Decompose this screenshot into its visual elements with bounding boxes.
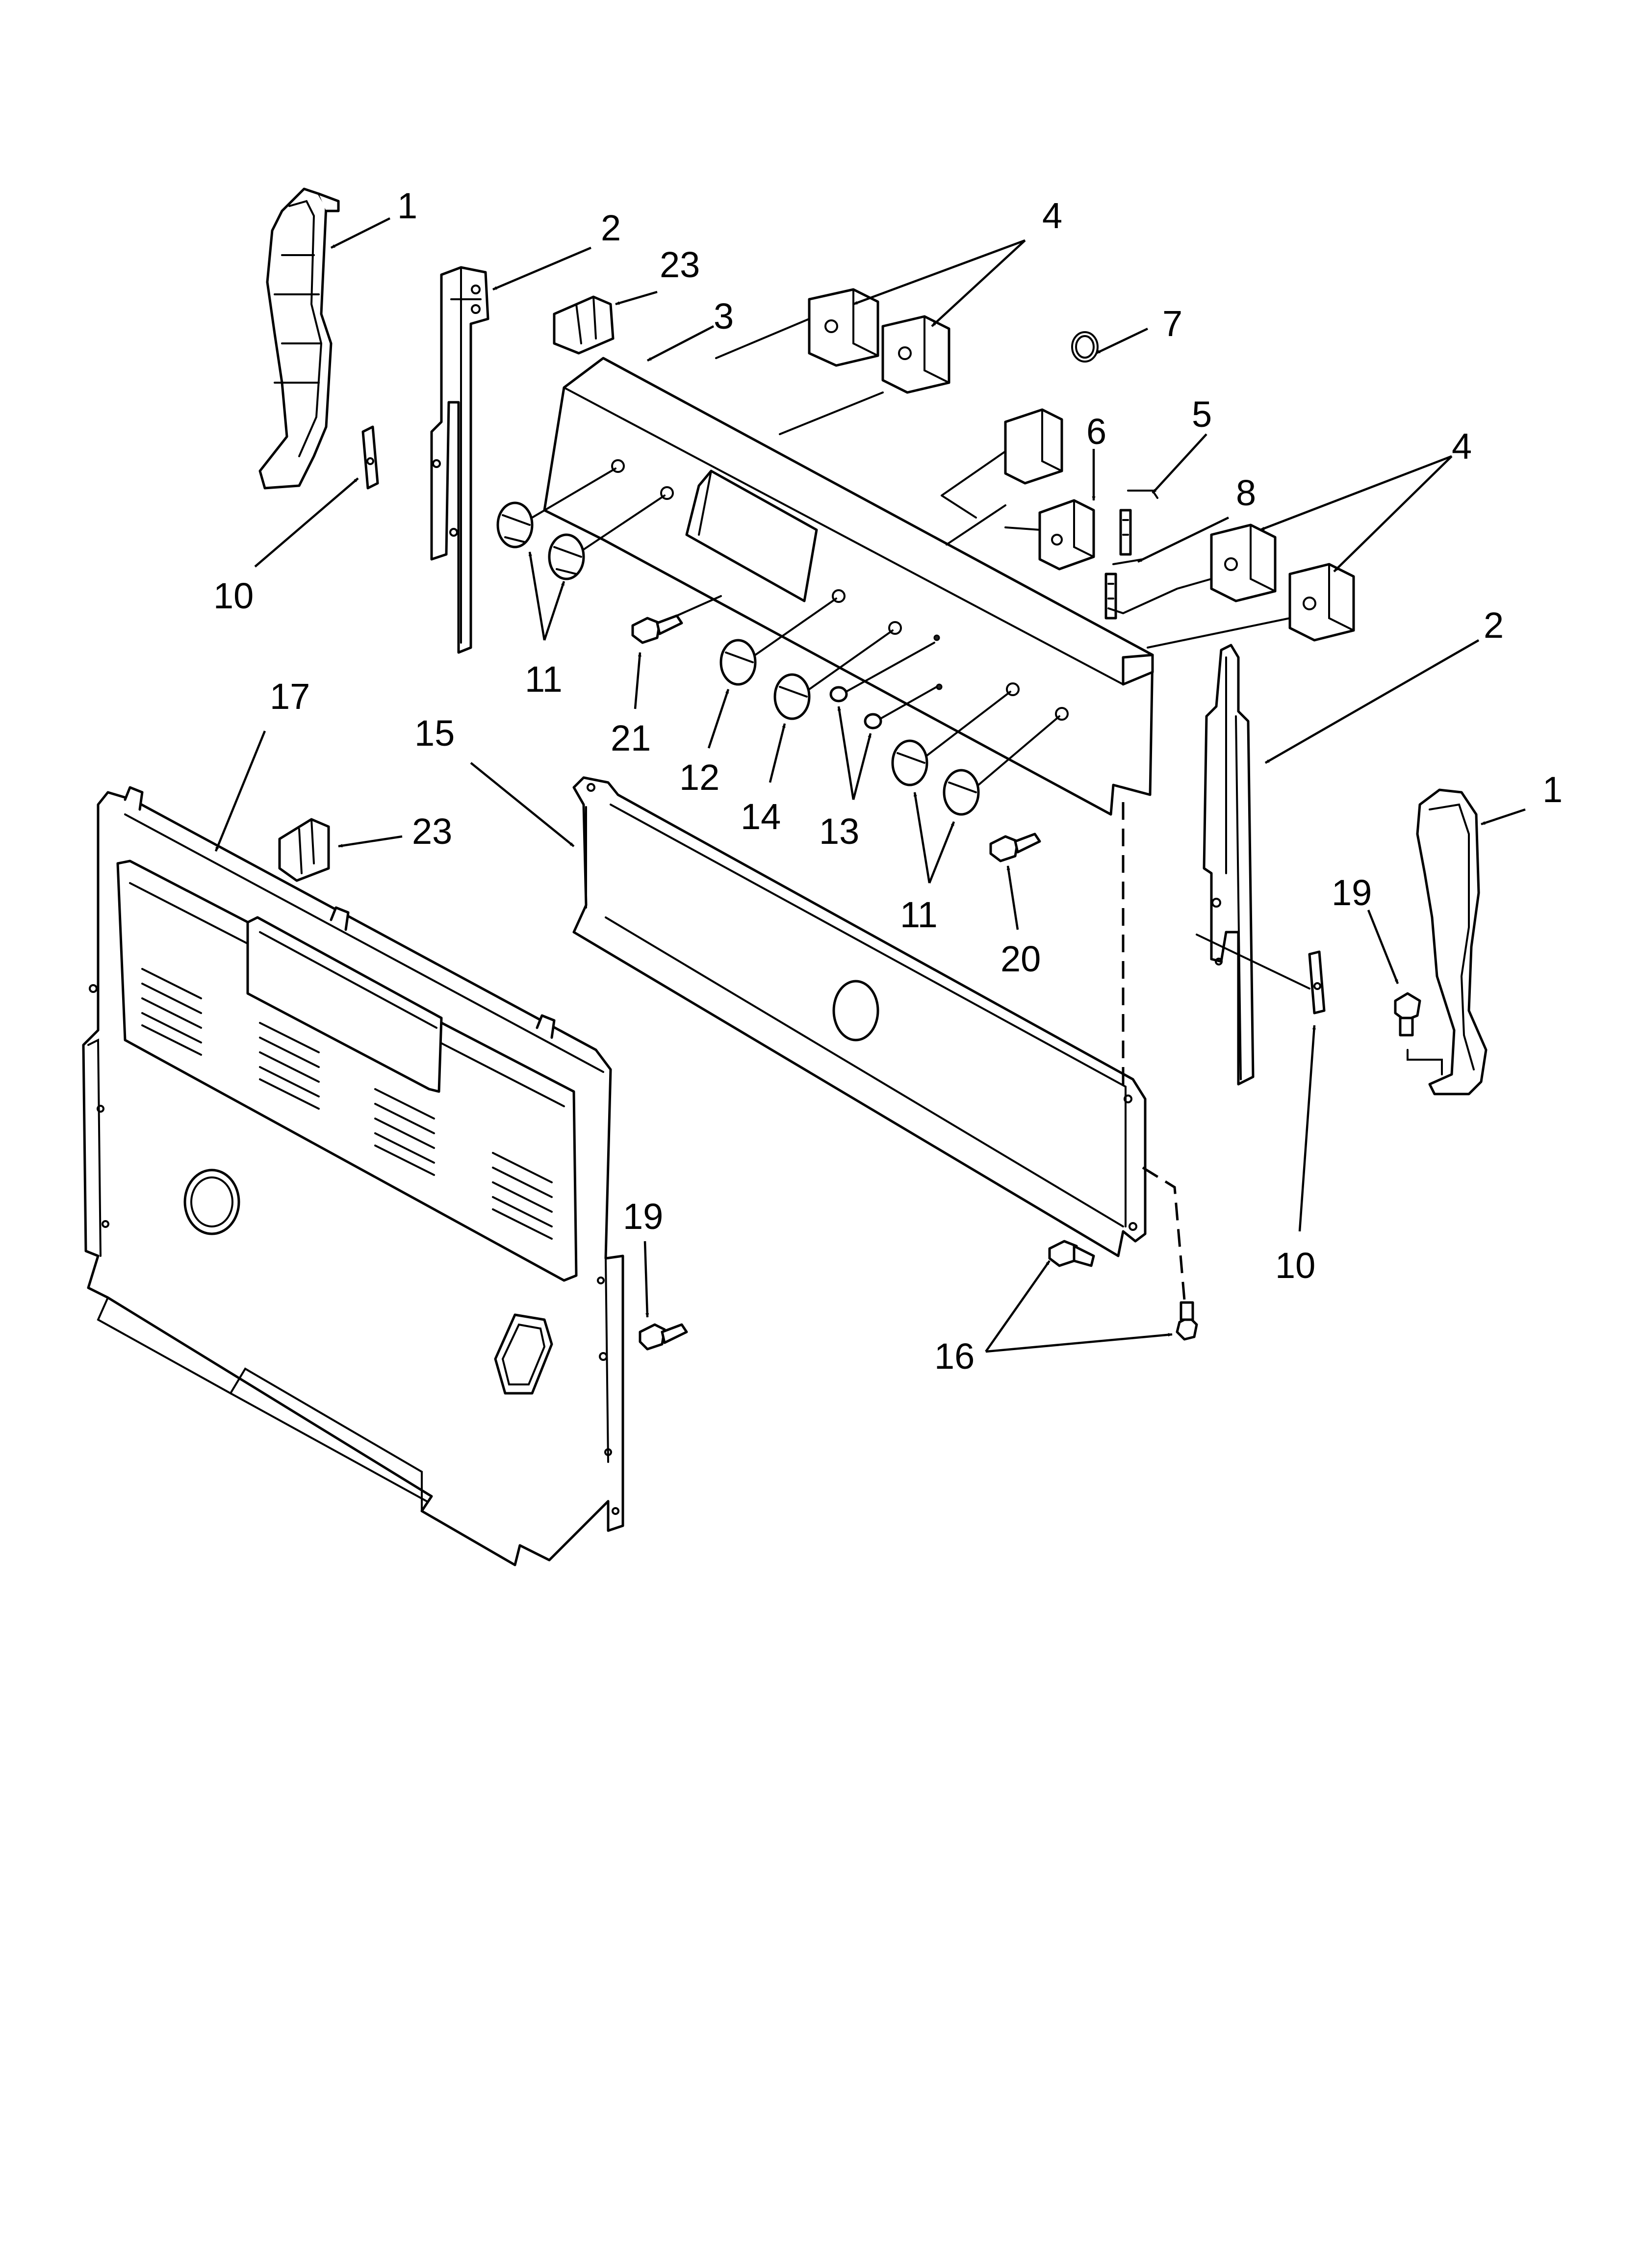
knob-11-left-2 (548, 533, 585, 580)
callout-13: 13 (819, 811, 859, 852)
end-cap-right (1416, 788, 1488, 1095)
callout-23-upper: 23 (660, 244, 700, 285)
callout-10-right: 10 (1275, 1245, 1315, 1286)
callout-3: 3 (714, 296, 734, 337)
coil-wire (1071, 331, 1099, 363)
bracket-clip-left (361, 425, 379, 490)
knob-14 (773, 673, 811, 720)
screw-21 (631, 595, 722, 644)
callout-21: 21 (611, 718, 651, 758)
knob-11-left-1 (496, 501, 534, 548)
screw-16-a (1048, 1240, 1095, 1267)
knob-12 (719, 639, 757, 686)
screw-19-left (639, 1323, 688, 1351)
callout-19-right: 19 (1332, 872, 1372, 913)
side-bracket-right (1203, 644, 1255, 1086)
callout-10-left: 10 (213, 575, 254, 616)
callout-19-left: 19 (623, 1196, 663, 1237)
callout-11-left: 11 (525, 659, 563, 700)
screw-19-right (1394, 992, 1443, 1075)
knob-11-right-2 (943, 769, 980, 816)
knob-11-right-1 (891, 739, 928, 786)
callout-4-right: 4 (1452, 426, 1472, 467)
switch-center (1004, 408, 1063, 485)
button-13 (829, 642, 938, 730)
alignment-line-lower (1142, 1166, 1186, 1301)
callout-5: 5 (1192, 394, 1212, 435)
switch-6 (1038, 499, 1095, 571)
side-bracket-left (430, 266, 489, 654)
end-cap-left (258, 187, 340, 490)
switch-upper-2 (881, 315, 950, 394)
knob-shaft-lines (531, 468, 1060, 786)
clip-upper (553, 295, 615, 355)
callout-6: 6 (1086, 411, 1106, 452)
screw-20 (989, 833, 1041, 862)
callout-8: 8 (1236, 472, 1256, 513)
panel-trim-15 (572, 776, 1147, 1257)
callout-20: 20 (1001, 938, 1041, 979)
callout-12: 12 (679, 757, 719, 798)
callout-11-right: 11 (900, 894, 938, 935)
callout-16: 16 (934, 1336, 975, 1377)
leader-lines (214, 217, 1526, 1353)
callout-1-right: 1 (1542, 769, 1563, 810)
rear-panel-17 (82, 786, 624, 1566)
callout-23-lower: 23 (412, 811, 452, 852)
callout-7: 7 (1162, 303, 1182, 344)
wire-harness-5 (1119, 490, 1158, 556)
callout-2-right: 2 (1484, 605, 1504, 646)
callout-15: 15 (414, 713, 455, 754)
clip-lower (278, 818, 330, 882)
switch-right-2 (1288, 563, 1355, 642)
switch-right-1 (1210, 523, 1277, 602)
assembly-lines (715, 318, 1291, 649)
callout-labels: 1 2 23 3 4 7 6 5 8 4 2 1 10 11 21 12 14 … (213, 185, 1563, 1377)
callout-2-left: 2 (601, 208, 621, 248)
screw-16-b (1176, 1301, 1198, 1341)
bracket-clip-right (1196, 934, 1326, 1015)
callout-4-upper: 4 (1042, 195, 1062, 236)
switch-upper-1 (808, 288, 879, 367)
callout-1-left: 1 (397, 185, 417, 226)
callout-14: 14 (741, 796, 781, 837)
callout-17: 17 (270, 676, 310, 717)
